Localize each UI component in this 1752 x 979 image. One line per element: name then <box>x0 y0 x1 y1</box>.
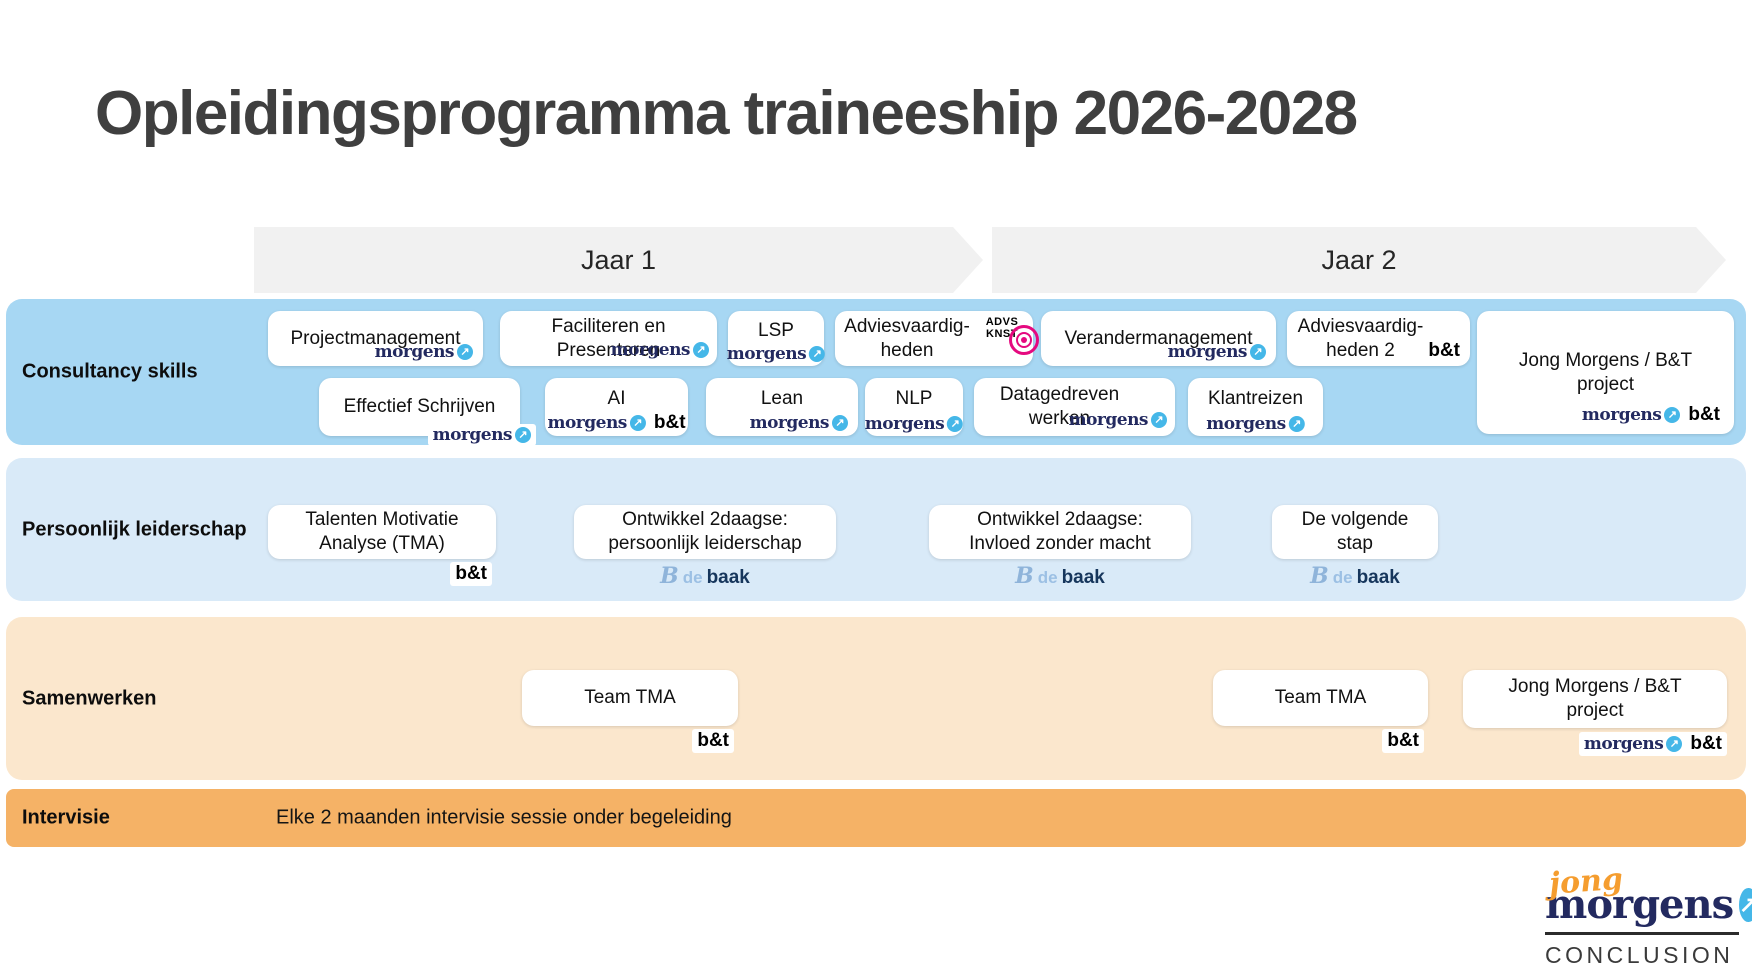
row-label-samenwerken: Samenwerken <box>22 687 157 709</box>
card-nlp: NLP morgens↗ <box>865 378 964 436</box>
row-label-consultancy: Consultancy skills <box>22 360 198 383</box>
bt-logo: b&t <box>1387 730 1419 751</box>
bt-logo: b&t <box>653 412 686 433</box>
morgens-logo: morgens↗ <box>865 414 964 434</box>
card-jong-morgens-bt-project: Jong Morgens / B&T project morgens↗ b&t <box>1477 311 1734 434</box>
morgens-arrow-icon: ↗ <box>1288 416 1305 432</box>
bt-logo: b&t <box>697 730 729 751</box>
card-adviesvaardigheden-2: Adviesvaardig- heden 2 b&t <box>1287 311 1470 366</box>
card-title: Klantreizen <box>1207 388 1304 410</box>
morgens-arrow-icon: ↗ <box>832 415 848 431</box>
morgens-logo: morgens↗ <box>1584 734 1683 754</box>
card-adviesvaardigheden: Adviesvaardig- heden ADVS KNST <box>835 311 1039 366</box>
card-lean: Lean morgens↗ <box>706 378 858 436</box>
debaak-b-icon: B <box>1015 563 1034 589</box>
card-effectief-schrijven: Effectief Schrijven morgens↗ <box>319 378 536 446</box>
card-title: Adviesvaardig- heden <box>844 315 970 361</box>
debaak-b-icon: B <box>1310 563 1329 589</box>
morgens-arrow-icon: ↗ <box>693 342 709 358</box>
bt-logo: b&t <box>1688 404 1720 425</box>
morgens-logo: morgens↗ <box>375 342 473 362</box>
card-projectmanagement: Projectmanagement morgens↗ <box>268 311 483 366</box>
card-title: AI <box>607 388 626 410</box>
morgens-arrow-icon: ↗ <box>1664 407 1681 423</box>
morgens-arrow-icon: ↗ <box>515 427 531 443</box>
morgens-arrow-icon: ↗ <box>1250 344 1266 360</box>
year1-label: Jaar 1 <box>580 244 657 275</box>
year2-label: Jaar 2 <box>1321 244 1397 275</box>
row-label-leiderschap: Persoonlijk leiderschap <box>22 518 247 540</box>
morgens-logo: morgens↗ <box>1206 414 1305 434</box>
target-rings-icon <box>1009 325 1039 355</box>
card-title: Effectief Schrijven <box>343 396 496 418</box>
card-title: Projectmanagement <box>290 327 461 349</box>
logo-divider <box>1545 932 1739 935</box>
card-ontwikkel-2daagse-invloed-zonder-macht: Ontwikkel 2daagse: Invloed zonder macht … <box>929 505 1191 589</box>
card-title: Jong Morgens / B&T project <box>1508 676 1682 721</box>
morgens-arrow-icon: ↗ <box>1151 412 1167 428</box>
card-title: NLP <box>895 388 933 410</box>
year1-arrow-banner: Jaar 1 <box>254 227 983 293</box>
morgens-arrow-icon: ↗ <box>457 344 473 360</box>
conclusion-wordmark: CONCLUSION <box>1545 942 1734 968</box>
card-title: Team TMA <box>584 687 676 709</box>
card-team-tma-jaar1: Team TMA b&t <box>522 670 738 753</box>
card-title: LSP <box>758 319 794 341</box>
morgens-wordmark: morgens <box>1545 881 1734 928</box>
bt-logo: b&t <box>1690 733 1722 754</box>
morgens-logo: morgens↗ <box>750 413 848 433</box>
card-title: Verandermanagement <box>1064 327 1253 349</box>
card-title: Adviesvaardig- heden 2 <box>1297 315 1424 361</box>
card-title: Jong Morgens / B&T project <box>1518 349 1693 395</box>
advs-knst-logo: ADVS KNST <box>973 316 1039 355</box>
card-title: Ontwikkel 2daagse: persoonlijk leidersch… <box>608 509 802 554</box>
morgens-logo: morgens↗ <box>1582 405 1681 425</box>
card-datagedreven-werken: Datagedreven werken morgens↗ <box>974 378 1175 436</box>
year2-arrow-banner: Jaar 2 <box>992 227 1726 293</box>
card-title: Ontwikkel 2daagse: Invloed zonder macht <box>969 509 1151 554</box>
morgens-logo: morgens↗ <box>1069 410 1167 430</box>
morgens-arrow-icon: ↗ <box>1666 736 1683 752</box>
page-title: Opleidingsprogramma traineeship 2026-202… <box>95 79 1358 148</box>
card-verandermanagement: Verandermanagement morgens↗ <box>1041 311 1276 366</box>
card-title: Talenten Motivatie Analyse (TMA) <box>305 509 459 554</box>
row-label-intervisie: Intervisie <box>22 806 110 829</box>
card-team-tma-jaar2: Team TMA b&t <box>1213 670 1428 753</box>
morgens-logo: morgens↗ <box>547 413 646 433</box>
row-persoonlijk-leiderschap: Persoonlijk leiderschap <box>6 458 1746 601</box>
row-samenwerken: Samenwerken <box>6 617 1746 780</box>
card-lsp: LSP morgens↗ <box>727 311 826 366</box>
morgens-arrow-icon: ↗ <box>1739 887 1752 922</box>
card-ontwikkel-2daagse-persoonlijk-leiderschap: Ontwikkel 2daagse: persoonlijk leidersch… <box>574 505 836 589</box>
morgens-arrow-icon: ↗ <box>947 416 964 432</box>
card-faciliteren-presenteren: Faciliteren en Presenteren morgens↗ <box>500 311 717 366</box>
morgens-logo: morgens↗ <box>1168 342 1266 362</box>
debaak-b-icon: B <box>660 563 679 589</box>
card-jong-morgens-bt-project-samenwerken: Jong Morgens / B&T project morgens↗ b&t <box>1463 670 1727 756</box>
morgens-logo: morgens↗ <box>727 344 826 364</box>
morgens-logo: morgens↗ <box>433 425 531 445</box>
bt-logo: b&t <box>455 563 487 584</box>
morgens-arrow-icon: ↗ <box>629 415 646 431</box>
card-klantreizen: Klantreizen morgens↗ <box>1188 378 1323 436</box>
card-title: Datagedreven werken <box>999 384 1120 429</box>
card-talenten-motivatie-analyse: Talenten Motivatie Analyse (TMA) b&t <box>268 505 496 586</box>
card-title: Team TMA <box>1274 687 1367 709</box>
card-title: Lean <box>760 388 804 410</box>
card-title: De volgende stap <box>1301 509 1409 554</box>
jong-morgens-conclusion-logo: jong morgens ↗ CONCLUSION <box>1545 860 1752 969</box>
bt-logo: b&t <box>1428 340 1460 361</box>
morgens-logo: morgens↗ <box>611 340 709 360</box>
intervisie-description: Elke 2 maanden intervisie sessie onder b… <box>276 806 732 829</box>
morgens-arrow-icon: ↗ <box>809 346 826 362</box>
row-intervisie: Intervisie Elke 2 maanden intervisie ses… <box>6 789 1746 847</box>
card-title: Faciliteren en Presenteren <box>551 315 666 361</box>
card-ai: AI morgens↗ b&t <box>545 378 688 436</box>
